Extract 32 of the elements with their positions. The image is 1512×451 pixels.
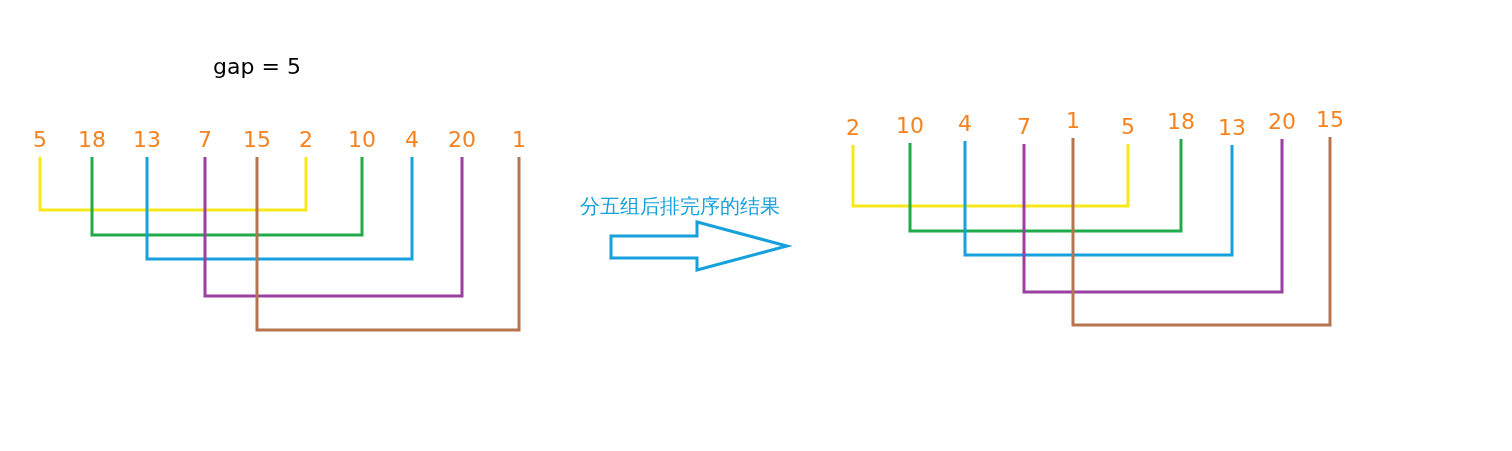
number-label: 1 <box>512 129 526 151</box>
number-label: 18 <box>1167 111 1195 133</box>
bracket-line <box>90 157 364 237</box>
number-label: 1 <box>1066 110 1080 132</box>
bracket-line <box>203 157 464 298</box>
bracket-line <box>145 157 414 261</box>
number-label: 2 <box>846 117 860 139</box>
number-label: 15 <box>243 129 271 151</box>
number-label: 4 <box>405 129 419 151</box>
bracket-line <box>1071 137 1332 327</box>
bracket-line <box>38 157 308 212</box>
caption-label: 分五组后排完序的结果 <box>580 192 780 220</box>
number-label: 10 <box>348 129 376 151</box>
number-label: 4 <box>958 113 972 135</box>
number-label: 18 <box>78 129 106 151</box>
number-label: 20 <box>448 129 476 151</box>
number-label: 13 <box>133 129 161 151</box>
bracket-line <box>963 141 1234 257</box>
number-label: 7 <box>198 129 212 151</box>
number-label: 20 <box>1268 111 1296 133</box>
bracket-line <box>851 144 1130 208</box>
number-label: 10 <box>896 115 924 137</box>
bracket-line <box>255 157 521 332</box>
parameter-label: gap = 5 <box>213 53 301 79</box>
number-label: 15 <box>1316 109 1344 131</box>
bracket-line <box>908 139 1183 233</box>
number-label: 5 <box>1121 116 1135 138</box>
bracket-line <box>1022 139 1284 294</box>
number-label: 2 <box>299 129 313 151</box>
number-label: 13 <box>1218 117 1246 139</box>
number-label: 5 <box>33 129 47 151</box>
number-label: 7 <box>1017 116 1031 138</box>
